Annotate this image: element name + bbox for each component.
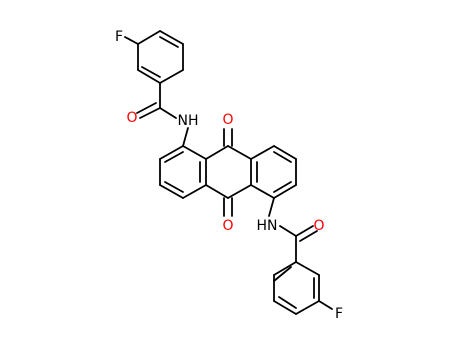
atom-label-o-top-amide: O	[126, 110, 137, 126]
atom-label-o-bottom-amide: O	[313, 218, 324, 234]
atom-label-layer: F O NH O O HN O F	[115, 29, 343, 322]
left-anthraquinone-ring	[159, 145, 207, 199]
bottom-fluorophenyl-ring	[273, 261, 333, 315]
top-amide-group	[136, 82, 189, 147]
right-anthraquinone-ring	[250, 145, 297, 199]
central-quinone-ring	[205, 128, 252, 217]
atom-label-o-bottom-quinone: O	[222, 218, 233, 234]
atom-label-f-top: F	[115, 29, 123, 45]
bottom-amide-group	[268, 197, 318, 263]
atom-label-f-bottom: F	[335, 306, 343, 322]
atom-label-nh-top: NH	[178, 113, 199, 129]
atom-label-o-top-quinone: O	[222, 112, 233, 128]
atom-label-nh-bottom: HN	[257, 218, 278, 234]
bond-layer	[124, 30, 333, 315]
top-fluorophenyl-ring	[124, 30, 184, 84]
